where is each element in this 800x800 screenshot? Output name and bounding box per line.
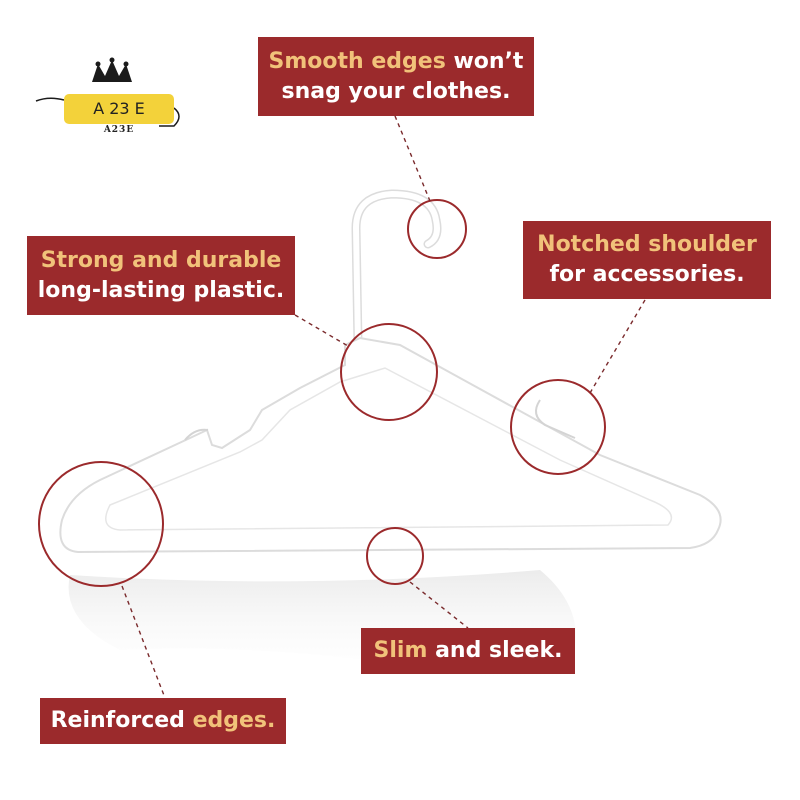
- callout-smooth-rest: won’t: [445, 48, 524, 74]
- callout-slim-rest: and sleek.: [427, 638, 563, 663]
- detail-circle-bar: [366, 527, 424, 585]
- detail-circle-notch: [510, 379, 606, 475]
- brand-logo: A 23 E A23E: [34, 56, 184, 136]
- leader-line-notched: [589, 299, 646, 394]
- callout-notched-shoulder: Notched shoulder for accessories.: [523, 221, 771, 299]
- hanger-notch-right: [535, 399, 576, 439]
- callout-reinforced-edges: Reinforced edges.: [40, 698, 286, 744]
- callout-strong-line2: long-lasting plastic.: [37, 277, 285, 303]
- hanger-hook: [351, 189, 442, 350]
- callout-smooth-line2: snag your clothes.: [281, 78, 511, 104]
- callout-notched-line2: for accessories.: [549, 262, 745, 287]
- logo-main-text: A 23 E: [64, 94, 174, 124]
- detail-circle-edge: [38, 461, 164, 587]
- callout-strong-line1: Strong and durable: [40, 247, 282, 273]
- callout-slim-sleek: Slim and sleek.: [361, 628, 575, 674]
- hanger-notch-left: [184, 428, 209, 441]
- callout-notched-rest: shoulder: [640, 232, 757, 257]
- detail-circle-shoulder: [340, 323, 438, 421]
- callout-reinforced-rest: edges.: [184, 708, 276, 733]
- callout-strong-durable: Strong and durable long-lasting plastic.: [27, 236, 295, 315]
- leader-line-strong: [294, 314, 349, 347]
- callout-smooth-edges: Smooth edges won’t snag your clothes.: [258, 37, 534, 116]
- hanger-opening: [105, 367, 673, 531]
- leader-line-reinforced: [121, 585, 166, 699]
- callout-slim-accent: Slim: [373, 638, 428, 663]
- callout-smooth-accent: Smooth edges: [268, 48, 446, 74]
- detail-circle-hook: [407, 199, 467, 259]
- leader-line-smooth: [394, 115, 431, 202]
- callout-notched-accent: Notched: [537, 232, 641, 257]
- crown-icon: [35, 57, 180, 127]
- callout-reinforced-accent: Reinforced: [50, 708, 185, 733]
- logo-sub-text: A23E: [103, 125, 135, 135]
